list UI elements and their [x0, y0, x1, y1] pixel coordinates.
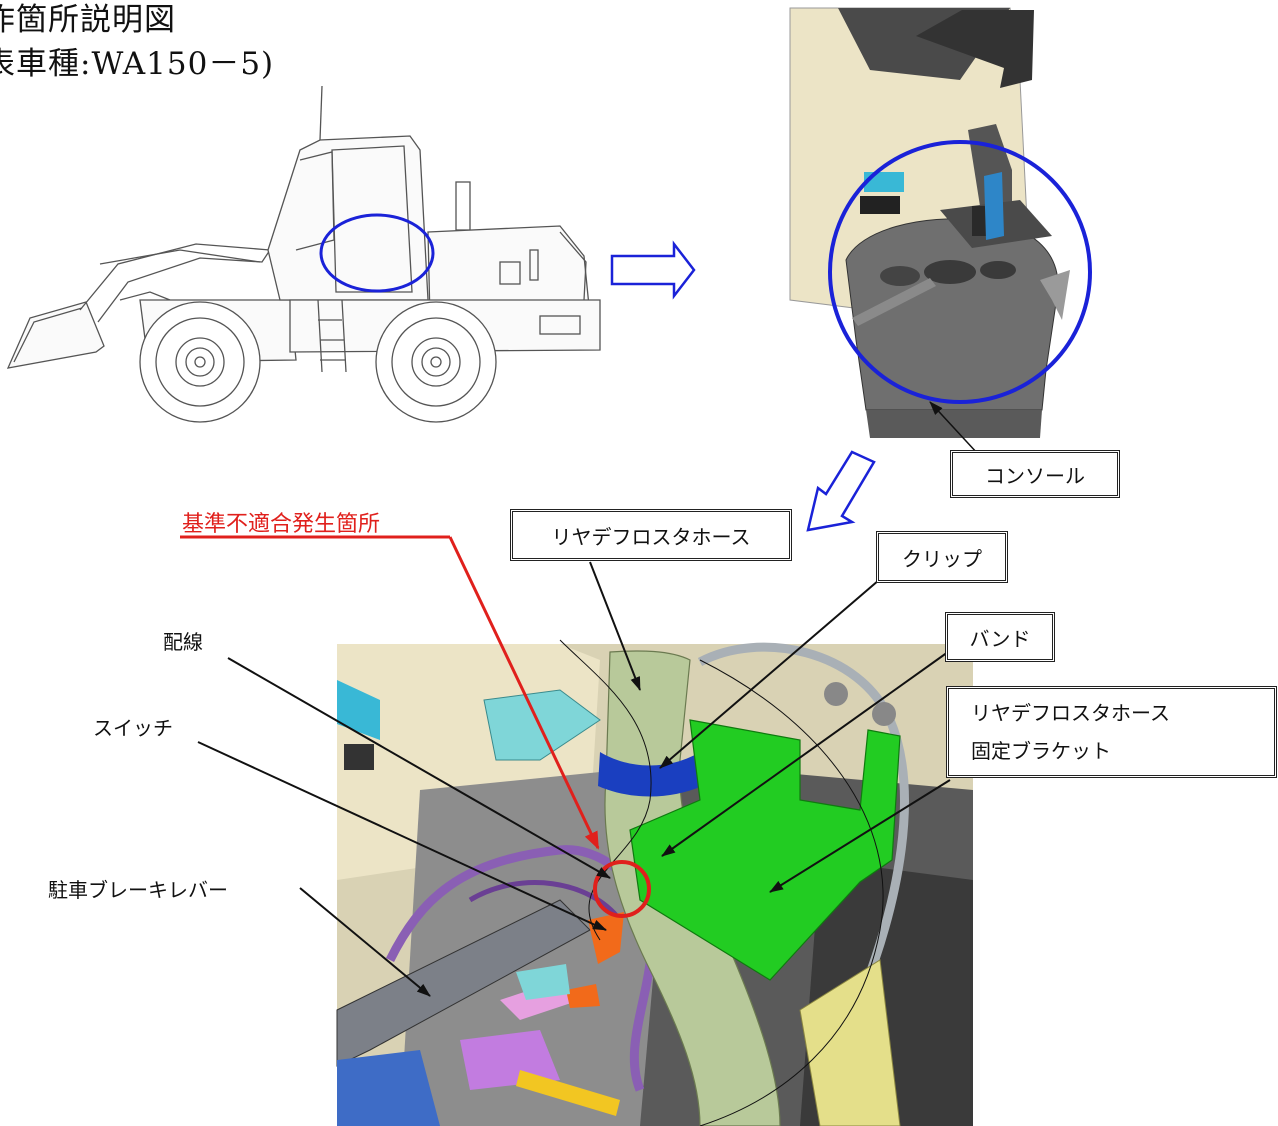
defect-circle	[593, 860, 651, 918]
lever-leader-line	[299, 887, 431, 997]
bracket-label: リヤデフロスタホース 固定ブラケット	[946, 686, 1277, 778]
band-leader-line	[661, 651, 949, 857]
wheel-loader-drawing	[6, 85, 601, 423]
clip-label: クリップ	[876, 531, 1008, 583]
band-label: バンド	[945, 612, 1055, 662]
bracket-label-line-2: 固定ブラケット	[971, 739, 1111, 763]
rear-defroster-hose-label: リヤデフロスタホース	[510, 509, 792, 561]
console-label: コンソール	[950, 450, 1120, 498]
detail-render	[336, 639, 973, 1126]
nonconformity-arrow	[448, 536, 600, 850]
switch-leader-line	[197, 741, 607, 931]
clip-leader-line	[659, 573, 887, 769]
bracket-label-line-1: リヤデフロスタホース	[971, 701, 1170, 725]
down-arrow-icon	[806, 450, 876, 532]
title-line-1: 作箇所説明図	[0, 2, 176, 38]
wiring-leader-line	[227, 657, 611, 879]
loader-highlight-ellipse	[319, 213, 435, 293]
hose-leader-line	[589, 561, 641, 691]
console-highlight-circle	[828, 140, 1092, 404]
parking-brake-lever-label: 駐車ブレーキレバー	[48, 878, 228, 902]
right-arrow-icon	[610, 240, 696, 300]
console-photo	[789, 7, 1070, 438]
wiring-label: 配線	[163, 630, 203, 654]
switch-label: スイッチ	[93, 716, 173, 740]
title-line-2: 表車種:WA150－5)	[0, 46, 275, 82]
bracket-leader-line	[769, 779, 951, 893]
nonconformity-label: 基準不適合発生箇所	[182, 512, 381, 537]
